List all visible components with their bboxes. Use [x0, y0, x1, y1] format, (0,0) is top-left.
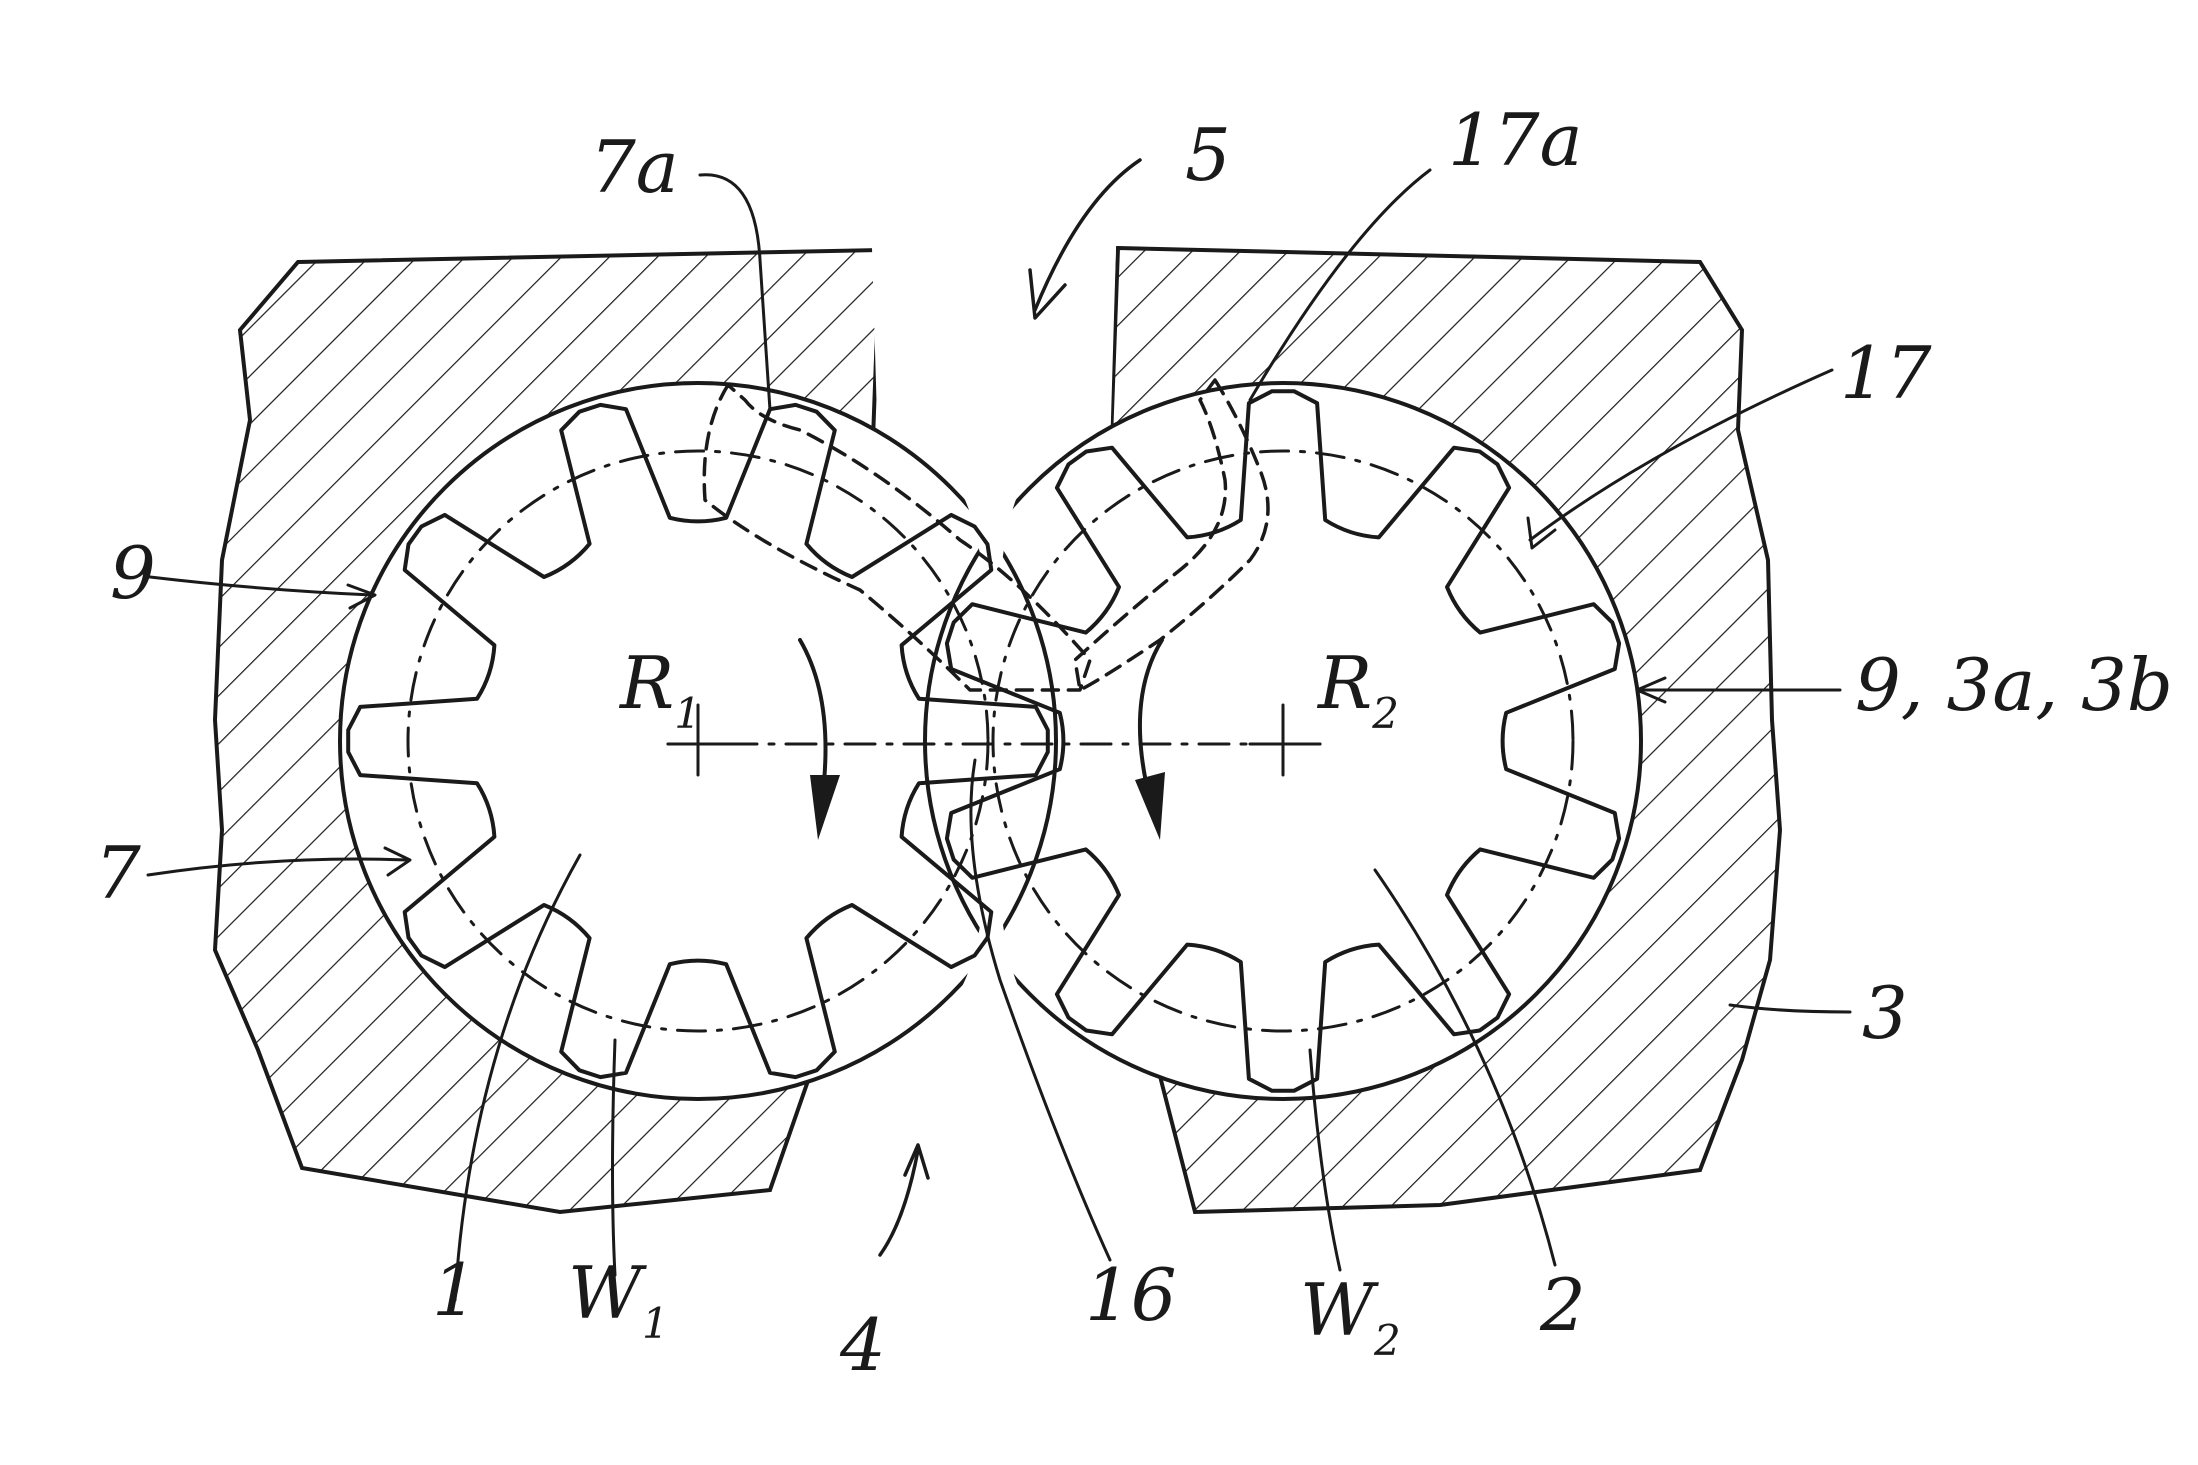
- housing-3: [215, 248, 1780, 1212]
- label-9-3a-3b: 9, 3a, 3b: [1855, 643, 2173, 727]
- label-3: 3: [1862, 971, 1908, 1055]
- label-1: 1: [432, 1248, 478, 1332]
- label-W1: W1: [568, 1251, 669, 1348]
- label-5: 5: [1185, 113, 1231, 197]
- label-9-left: 9: [110, 531, 156, 615]
- label-7: 7: [95, 831, 141, 915]
- label-7a: 7a: [590, 125, 679, 209]
- label-17: 17: [1840, 331, 1932, 415]
- label-W2: W2: [1300, 1268, 1401, 1365]
- label-2: 2: [1539, 1263, 1586, 1347]
- inlet-arrow-4: [880, 1145, 928, 1255]
- label-4: 4: [839, 1303, 886, 1387]
- label-16: 16: [1085, 1253, 1177, 1337]
- label-17a: 17a: [1448, 98, 1583, 182]
